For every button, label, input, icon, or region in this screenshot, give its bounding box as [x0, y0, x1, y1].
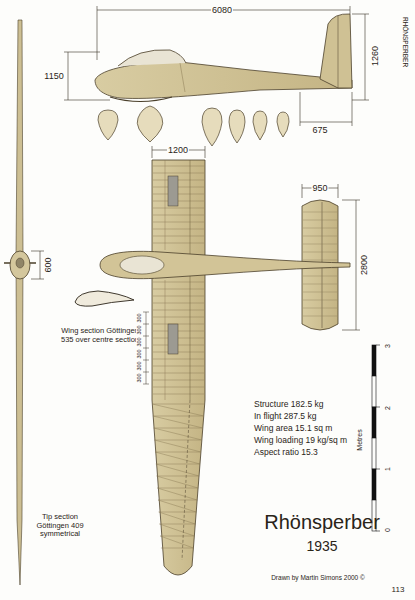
dimension: 300 [136, 324, 142, 335]
dimension: 950 [311, 183, 328, 193]
dimension: 300 [136, 312, 142, 323]
dimension: 6080 [211, 5, 233, 15]
scale-number: 2 [384, 406, 392, 410]
dimension: 1150 [43, 71, 64, 81]
dimension: 300 [136, 360, 142, 371]
section-note: Tip section Göttingen 409 symmetrical [27, 513, 93, 539]
credit: Drawn by Martin Simons 2000 © [271, 574, 365, 581]
dimension: 600 [43, 256, 53, 273]
spec-line: In flight 287.5 kg [254, 412, 382, 422]
drawing-title: Rhönsperber [264, 511, 380, 534]
scale-number: 0 [384, 528, 392, 532]
scale-unit: Metres [356, 429, 364, 450]
running-head: RHÖNSPERBER [401, 17, 408, 67]
dimension: 300 [136, 348, 142, 359]
scale-number: 1 [384, 467, 392, 471]
dimension: 300 [136, 336, 142, 347]
dimension: 1260 [370, 45, 380, 67]
dimension: 675 [311, 125, 328, 135]
section-note: Wing section Göttingen 535 over centre s… [61, 327, 139, 344]
dimension: 1200 [167, 145, 189, 155]
dimension: 2800 [359, 254, 369, 276]
scale-number: 3 [384, 344, 392, 348]
page-number: 113 [392, 585, 405, 594]
spec-line: Structure 182.5 kg [254, 400, 382, 410]
dimension: 300 [136, 372, 142, 383]
year: 1935 [306, 538, 337, 554]
